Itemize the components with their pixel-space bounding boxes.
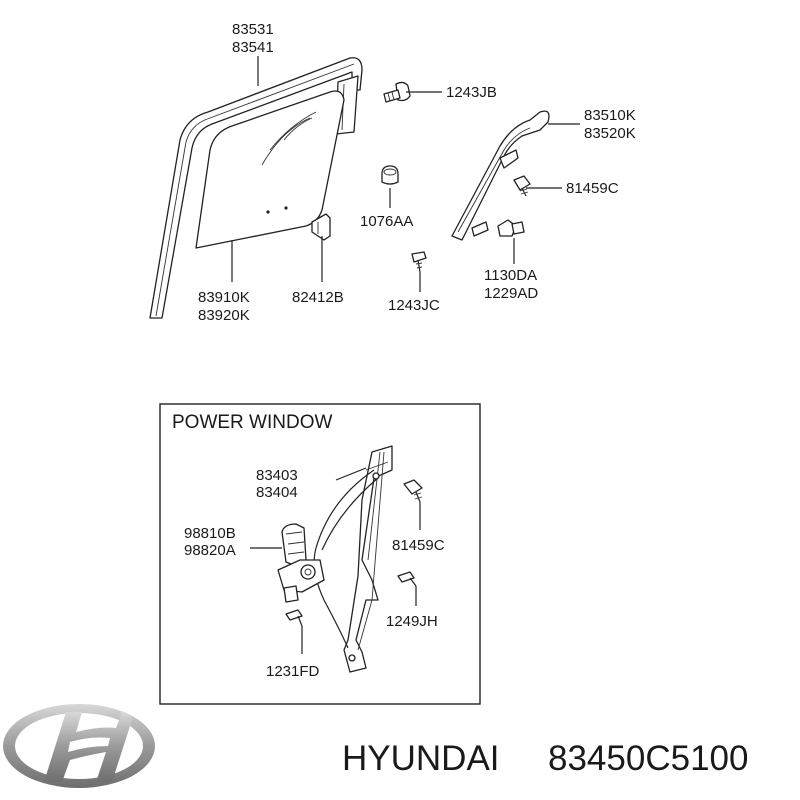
bolt-icon (383, 81, 411, 103)
label-1229ad: 1229AD (484, 285, 538, 302)
hex-bolt-icon (497, 219, 525, 237)
screw-icon (285, 609, 303, 627)
door-glass-assembly (149, 56, 580, 319)
label-1231fd: 1231FD (266, 663, 320, 680)
brand-name: HYUNDAI (342, 739, 500, 778)
screw-icon (397, 571, 417, 587)
part-number: 83450C5100 (548, 739, 748, 778)
window-regulator (313, 445, 393, 673)
label-1249jh: 1249JH (386, 613, 438, 630)
flange-bolt-icon (403, 479, 423, 503)
label-83531: 83531 (232, 21, 274, 38)
flange-bolt-icon (513, 175, 531, 197)
label-1243jc: 1243JC (388, 297, 440, 314)
label-83920k: 83920K (198, 307, 250, 324)
label-98810b: 98810B (184, 525, 236, 542)
window-run-channel (149, 57, 363, 319)
hyundai-logo-icon (3, 704, 155, 788)
label-1076aa: 1076AA (360, 213, 413, 230)
label-83541: 83541 (232, 39, 274, 56)
power-window-box: POWER WINDOW (159, 403, 481, 705)
label-98820a: 98820A (184, 542, 236, 559)
power-window-title: POWER WINDOW (172, 412, 332, 433)
grommet-icon (381, 165, 399, 185)
label-83510k: 83510K (584, 107, 636, 124)
label-83404: 83404 (256, 484, 298, 501)
quarter-channel (451, 110, 550, 241)
label-1130da: 1130DA (484, 267, 537, 284)
label-81459c-top: 81459C (566, 180, 619, 197)
label-83403: 83403 (256, 467, 298, 484)
screw-icon (411, 251, 427, 273)
label-81459c-box: 81459C (392, 537, 445, 554)
label-82412b: 82412B (292, 289, 344, 306)
label-83910k: 83910K (198, 289, 250, 306)
label-83520k: 83520K (584, 125, 636, 142)
glass-clip (311, 213, 331, 241)
label-1243jb: 1243JB (446, 84, 497, 101)
power-window-motor (277, 523, 325, 603)
